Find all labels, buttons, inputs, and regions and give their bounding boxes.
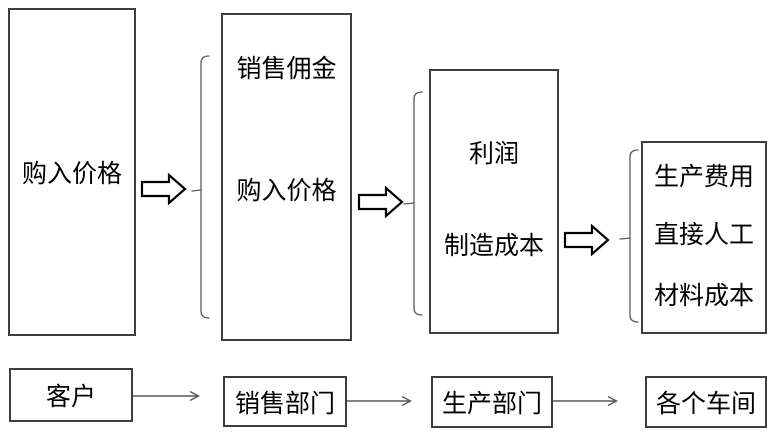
arrow-icon: [347, 395, 412, 407]
box-sales-department: 销售部门: [223, 376, 347, 427]
brace-icon: [191, 55, 210, 319]
box-label: 制造成本: [443, 232, 544, 260]
box-purchase-price: 购入价格: [8, 8, 136, 336]
box-selling-price-breakdown: 销售佣金 购入价格: [221, 13, 352, 341]
brace-icon: [619, 149, 639, 323]
box-label: 销售佣金: [236, 55, 337, 83]
box-production-department: 生产部门: [431, 376, 553, 428]
box-label: 销售部门: [234, 389, 335, 418]
box-label: 直接人工: [653, 221, 754, 249]
box-customer: 客户: [9, 368, 133, 422]
box-label: 购入价格: [21, 160, 122, 188]
box-manufacturing-cost-breakdown: 生产费用 直接人工 材料成本: [641, 141, 767, 334]
block-arrow-icon: [357, 185, 404, 219]
arrow-icon: [133, 390, 200, 402]
box-workshops: 各个车间: [645, 376, 767, 428]
block-arrow-icon: [563, 223, 610, 257]
box-label: 购入价格: [236, 177, 337, 205]
box-label: 各个车间: [655, 390, 756, 418]
box-label: 生产部门: [441, 390, 542, 418]
box-label: 利润: [468, 140, 519, 168]
box-factory-price-breakdown: 利润 制造成本: [429, 69, 559, 334]
box-label: 生产费用: [653, 163, 754, 191]
brace-icon: [403, 91, 423, 316]
box-label: 客户: [45, 383, 96, 411]
block-arrow-icon: [140, 172, 187, 206]
arrow-icon: [553, 395, 618, 407]
box-label: 材料成本: [653, 282, 754, 310]
